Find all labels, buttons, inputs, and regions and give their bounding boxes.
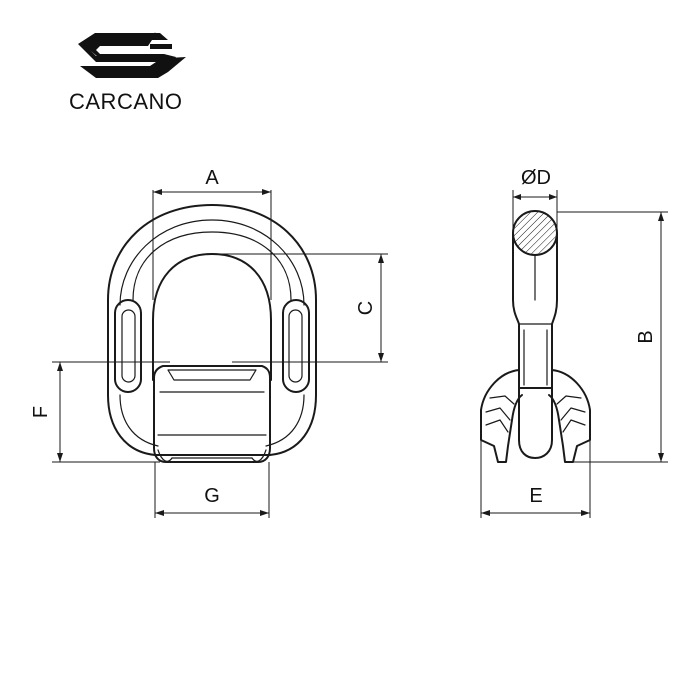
dimension-f: F [30, 361, 170, 463]
dimension-a: A [152, 167, 272, 300]
side-tongue [518, 387, 553, 459]
dimension-g: G [154, 462, 270, 518]
right-slot [282, 299, 310, 393]
dimension-label-f: F [30, 406, 52, 418]
carcano-logo: CARCANO [69, 32, 186, 114]
dimension-label-g: G [204, 485, 220, 507]
front-view [107, 204, 317, 463]
dimension-c: C [212, 253, 388, 363]
dimension-label-c: C [355, 301, 377, 315]
brand-name: CARCANO [69, 89, 183, 114]
dimension-e: E [480, 440, 591, 518]
ring-outer-outline [107, 204, 317, 456]
ring-middle-contour [132, 231, 292, 301]
ring-inner-outline [152, 253, 272, 381]
dimension-label-b: B [635, 330, 657, 343]
bar-section-hatched [512, 210, 558, 256]
side-view [480, 210, 591, 463]
dimension-label-a: A [205, 167, 219, 189]
left-slot [114, 299, 142, 393]
side-right-wing [548, 369, 591, 463]
dimension-label-e: E [529, 485, 542, 507]
side-shank [512, 232, 558, 389]
side-left-wing [480, 369, 523, 463]
dimension-d: ØD [512, 167, 558, 233]
weld-block [153, 365, 271, 463]
carcano-logo-mark [78, 32, 186, 78]
dimension-label-d: ØD [521, 167, 551, 189]
dimension-b: B [557, 211, 668, 463]
